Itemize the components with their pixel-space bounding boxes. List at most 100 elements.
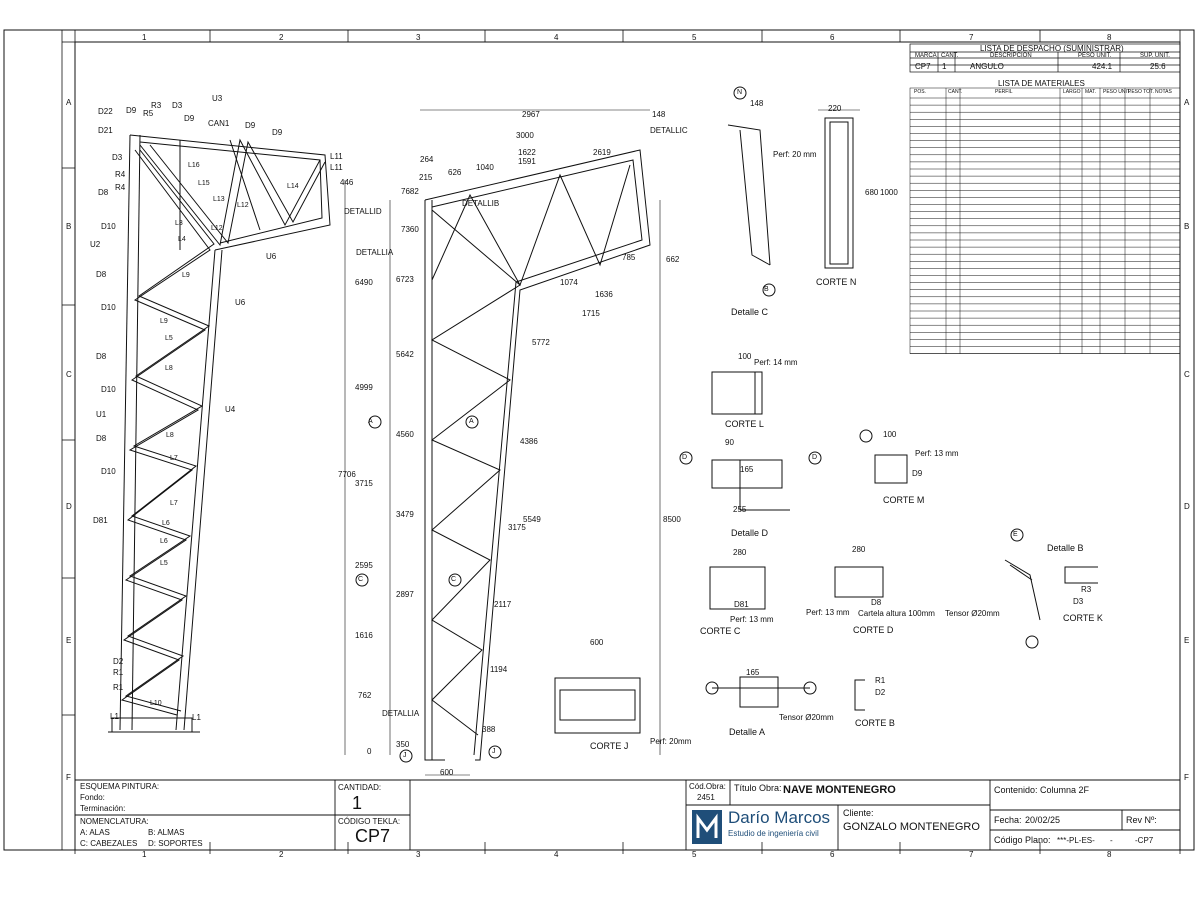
diagonal-label: L8 — [166, 432, 174, 439]
client-label: Cliente: — [843, 808, 874, 818]
grid-row-left: B — [66, 222, 72, 231]
member-label: U4 — [225, 405, 236, 414]
column-elevation — [344, 109, 661, 776]
grid-row-left: F — [66, 773, 71, 782]
dispatch-header: SUP. UNIT. — [1140, 53, 1170, 59]
level-label: 6490 — [355, 278, 373, 287]
level-label: 350 — [396, 740, 410, 749]
corte-l-perf: Perf: 14 mm — [754, 358, 798, 367]
corte-c-dim: 280 — [733, 548, 747, 557]
member-label: D3 — [172, 101, 183, 110]
corte-b-tag: R1 — [875, 676, 886, 685]
level-label: 446 — [340, 178, 354, 187]
level-label: 4560 — [396, 430, 414, 439]
grid-col-top: 4 — [554, 33, 559, 42]
grid-markers — [62, 30, 1181, 854]
detail-callout: DETALLIB — [462, 199, 500, 208]
cod-obra-label: Cód.Obra: — [689, 782, 726, 791]
dim-bottom: 600 — [440, 768, 454, 777]
member-label: D2 — [113, 657, 124, 666]
plan-dash: - — [1110, 836, 1113, 845]
dim-top: 2619 — [593, 148, 611, 157]
diag-dim: 785 — [622, 253, 636, 262]
member-label: R4 — [115, 183, 126, 192]
obra-label: Título Obra: — [734, 783, 782, 793]
member-label: D81 — [93, 516, 108, 525]
dim-top: 148 — [652, 110, 666, 119]
corte-j-perf: Perf: 20mm — [650, 737, 692, 746]
diag-dim: 1636 — [595, 290, 613, 299]
grid-col-bottom: 6 — [830, 850, 835, 859]
detalle-b-title: Detalle B — [1047, 543, 1084, 553]
member-label: U6 — [235, 298, 246, 307]
dim-left-total: 7706 — [338, 470, 356, 479]
member-label: R3 — [151, 101, 162, 110]
level-label: 5642 — [396, 350, 414, 359]
member-label: D10 — [101, 385, 116, 394]
detail-callout: DETALLID — [344, 207, 382, 216]
section-bubble: B — [764, 286, 769, 293]
detalle-c-perf: Perf: 20 mm — [773, 150, 817, 159]
section-sketches — [355, 371, 1098, 763]
section-bubble: J — [403, 752, 407, 759]
diagonal-label: L15 — [198, 180, 210, 187]
corte-c-title: CORTE C — [700, 626, 741, 636]
plan-value: ***-PL-ES- — [1057, 836, 1095, 845]
dispatch-header: PESO UNIT. — [1078, 53, 1112, 59]
grid-col-top: 2 — [279, 33, 284, 42]
corte-d-tag: D8 — [871, 598, 882, 607]
plan-label: Código Plano: — [994, 835, 1051, 845]
level-label: 1616 — [355, 631, 373, 640]
level-label: 3715 — [355, 479, 373, 488]
grid-row-left: C — [66, 370, 72, 379]
grid-row-right: C — [1184, 370, 1190, 379]
level-label: 7682 — [401, 187, 419, 196]
diagonal-label: L9 — [182, 272, 190, 279]
member-label: R4 — [115, 170, 126, 179]
section-bubble: J — [492, 748, 496, 755]
grid-row-right: F — [1184, 773, 1189, 782]
section-bubble: C — [358, 576, 364, 583]
corte-m-dim: 100 — [883, 430, 897, 439]
corte-c-perf: Perf: 13 mm — [730, 615, 774, 624]
obra-value: NAVE MONTENEGRO — [783, 784, 896, 796]
grid-col-top: 6 — [830, 33, 835, 42]
dispatch-cell: CP7 — [915, 62, 931, 71]
corte-m-title: CORTE M — [883, 495, 925, 505]
level-label: 0 — [367, 747, 372, 756]
member-label: D22 — [98, 107, 113, 116]
tekla-label: CÓDIGO TEKLA: — [338, 817, 401, 826]
grid-col-bottom: 5 — [692, 850, 697, 859]
diagonal-label: L14 — [287, 183, 299, 190]
column-truss-3d — [108, 134, 331, 733]
grid-col-bottom: 4 — [554, 850, 559, 859]
member-label: L1 — [110, 712, 119, 721]
diag-dim: 662 — [666, 255, 680, 264]
detalle-c-dim: 148 — [750, 99, 764, 108]
brand-logo-icon — [692, 810, 722, 844]
corte-k-title: CORTE K — [1063, 613, 1103, 623]
grid-col-top: 1 — [142, 33, 147, 42]
diag-dim: 1715 — [582, 309, 600, 318]
dispatch-table — [909, 43, 1181, 73]
diag-dim: 2117 — [494, 600, 512, 609]
diagonal-label: L7 — [170, 500, 178, 507]
detail-callout: DETALLIC — [650, 126, 688, 135]
section-bubble: A — [469, 418, 474, 425]
member-label: R1 — [113, 668, 124, 677]
corte-c-tag: D81 — [734, 600, 749, 609]
grid-row-left: E — [66, 636, 72, 645]
paint-fondo: Fondo: — [80, 793, 105, 802]
diagonal-label: L5 — [165, 335, 173, 342]
diagonal-label: L8 — [165, 365, 173, 372]
dispatch-cell: 25.6 — [1150, 62, 1166, 71]
diag-dim: 388 — [482, 725, 496, 734]
member-label: U2 — [90, 240, 101, 249]
corte-d-title: CORTE D — [853, 625, 894, 635]
section-bubble: A — [368, 418, 373, 425]
corte-j-dim: 600 — [590, 638, 604, 647]
diagonal-label: L6 — [160, 538, 168, 545]
corte-l-dim: 100 — [738, 352, 752, 361]
materials-title: LISTA DE MATERIALES — [998, 79, 1085, 88]
diagonal-label: L16 — [188, 162, 200, 169]
